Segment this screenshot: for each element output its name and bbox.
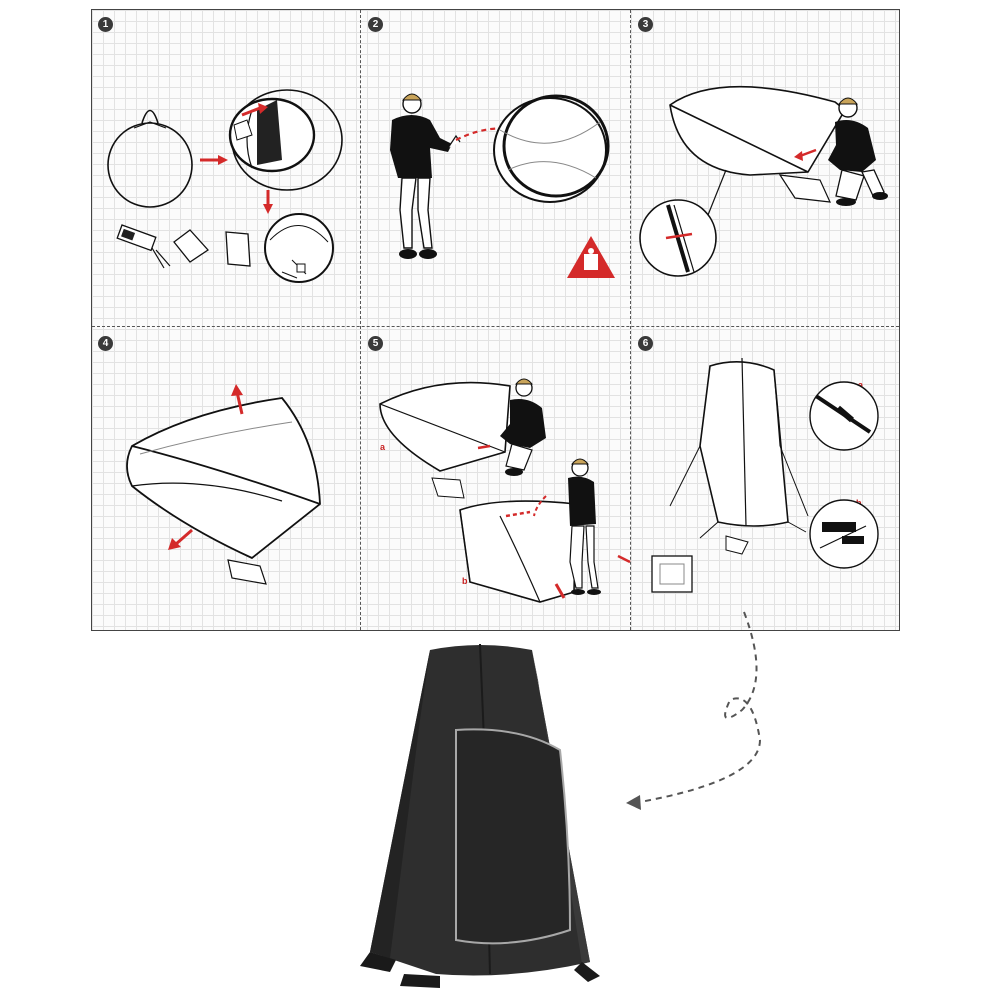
step-number-badge: 5 bbox=[368, 336, 383, 351]
step-number-badge: 3 bbox=[638, 17, 653, 32]
marker-a: a bbox=[380, 442, 386, 452]
step-4-panel: 4 bbox=[92, 326, 360, 632]
panel-divider-1 bbox=[360, 10, 361, 630]
step-6-panel: 6 a b bbox=[630, 326, 901, 632]
step-6-illustration: a b bbox=[651, 357, 879, 593]
step-2-panel: 2 bbox=[360, 10, 630, 326]
marker-b: b bbox=[462, 576, 468, 586]
step-number-badge: 4 bbox=[98, 336, 113, 351]
warning-triangle-icon bbox=[567, 236, 615, 278]
step-5-panel: 5 a b bbox=[360, 326, 631, 632]
step-number-badge: 6 bbox=[638, 336, 653, 351]
step-1-illustration bbox=[107, 89, 343, 283]
step-2-illustration bbox=[390, 93, 615, 278]
step-3-panel: 3 bbox=[630, 10, 901, 326]
step-3-illustration bbox=[639, 85, 888, 277]
step-number-badge: 2 bbox=[368, 17, 383, 32]
instruction-sheet: 1 bbox=[91, 9, 900, 631]
panel-divider-2 bbox=[630, 10, 631, 630]
step-5-illustration: a b bbox=[379, 378, 631, 603]
step-1-panel: 1 bbox=[92, 10, 360, 326]
step-number-badge: 1 bbox=[98, 17, 113, 32]
marker-a: a bbox=[858, 380, 864, 390]
step-4-illustration bbox=[126, 384, 321, 585]
tent-illustration bbox=[360, 643, 600, 988]
row-divider bbox=[92, 326, 899, 327]
